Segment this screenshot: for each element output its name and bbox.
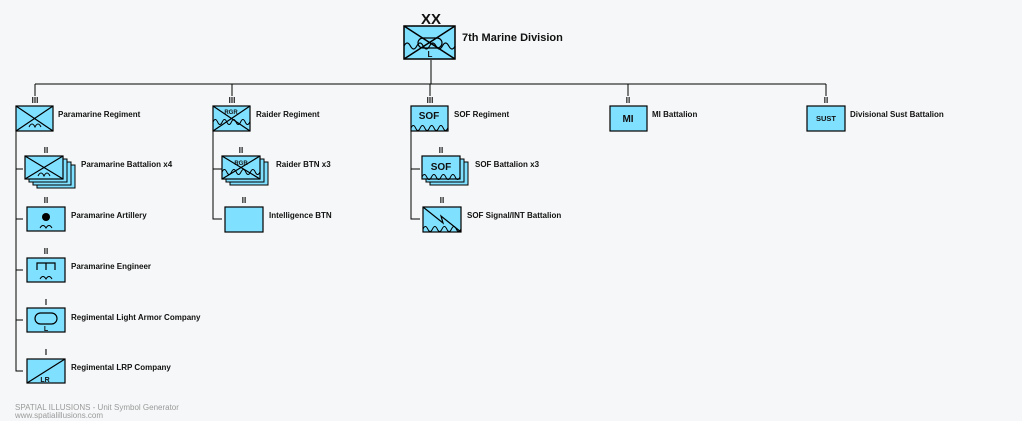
- armor-icon: L: [26, 307, 66, 333]
- paramarine-engineer-node[interactable]: II Paramarine Engineer: [26, 247, 151, 283]
- footer-credit: SPATIAL ILLUSIONS - Unit Symbol Generato…: [15, 403, 179, 412]
- svg-text:RGR: RGR: [224, 110, 238, 116]
- unit-label: Paramarine Artillery: [71, 211, 147, 220]
- unit-label: MI Battalion: [652, 110, 697, 119]
- sof-bracket: [410, 131, 420, 220]
- svg-text:L: L: [44, 326, 49, 333]
- echelon-marker: II: [824, 96, 828, 105]
- paramarine-regiment-node[interactable]: III Paramarine Regiment: [15, 96, 141, 132]
- unit-label: Regimental LRP Company: [71, 363, 171, 372]
- svg-text:MI: MI: [622, 114, 633, 125]
- echelon-marker: II: [44, 196, 48, 205]
- echelon-marker: II: [626, 96, 630, 105]
- unit-label: SOF Signal/INT Battalion: [467, 211, 561, 220]
- light-armor-node[interactable]: I L Regimental Light Armor Company: [26, 298, 201, 333]
- unit-label: SOF Battalion x3: [475, 160, 540, 169]
- military-intelligence-icon: MI: [609, 105, 648, 132]
- paramarine-bracket: [15, 131, 23, 372]
- unit-label: Paramarine Engineer: [71, 262, 151, 271]
- unit-label: Divisional Sust Battalion: [850, 110, 944, 119]
- raider-bracket: [212, 131, 222, 220]
- echelon-marker: XX: [421, 11, 441, 28]
- echelon-marker: II: [440, 196, 444, 205]
- svg-text:SOF: SOF: [431, 162, 452, 173]
- signal-icon: [422, 206, 462, 233]
- svg-text:SOF: SOF: [419, 111, 440, 122]
- intelligence-btn-node[interactable]: II Intelligence BTN: [224, 196, 332, 233]
- echelon-marker: III: [427, 96, 434, 105]
- echelon-marker: II: [44, 146, 48, 155]
- airborne-artillery-icon: [26, 206, 66, 232]
- sof-battalion-node[interactable]: II SOF SOF Battalion x3: [421, 146, 540, 186]
- unit-label: Raider Regiment: [256, 110, 320, 119]
- paramarine-battalion-node[interactable]: II Paramarine Battalion x4: [24, 146, 173, 189]
- echelon-marker: III: [32, 96, 39, 105]
- paramarine-artillery-node[interactable]: II Paramarine Artillery: [26, 196, 147, 232]
- echelon-marker: II: [242, 196, 246, 205]
- echelon-marker: I: [45, 348, 47, 357]
- amphibious-armor-icon: L: [403, 25, 456, 60]
- unit-label: Paramarine Regiment: [58, 110, 141, 119]
- svg-text:L: L: [428, 50, 433, 59]
- airborne-engineer-icon: [26, 257, 66, 283]
- echelon-marker: II: [239, 146, 243, 155]
- echelon-marker: II: [439, 146, 443, 155]
- airborne-infantry-icon: [24, 155, 76, 189]
- sof-regiment-node[interactable]: III SOF SOF Regiment: [410, 96, 509, 132]
- ranger-infantry-icon: RGR: [221, 155, 269, 186]
- connector-lines: [15, 60, 827, 372]
- mi-battalion-node[interactable]: II MI MI Battalion: [609, 96, 697, 132]
- footer-website-link[interactable]: www.spatialillusions.com: [15, 411, 104, 420]
- reconnaissance-icon: LR: [26, 358, 66, 384]
- echelon-marker: I: [45, 298, 47, 307]
- division-label: 7th Marine Division: [462, 32, 563, 44]
- svg-text:LR: LR: [40, 377, 49, 384]
- sof-signal-node[interactable]: II SOF Signal/INT Battalion: [422, 196, 561, 233]
- division-node[interactable]: XX L 7th Marine Division: [403, 11, 563, 60]
- lrp-node[interactable]: I LR Regimental LRP Company: [26, 348, 171, 384]
- svg-text:SUST: SUST: [816, 114, 836, 123]
- intelligence-icon: [224, 206, 264, 233]
- raider-regiment-node[interactable]: III RGR Raider Regiment: [212, 96, 320, 132]
- sof-icon: SOF: [421, 155, 469, 186]
- unit-label: Raider BTN x3: [276, 160, 331, 169]
- ranger-infantry-icon: RGR: [212, 105, 251, 132]
- unit-label: Paramarine Battalion x4: [81, 160, 173, 169]
- unit-label: SOF Regiment: [454, 110, 509, 119]
- raider-btn-node[interactable]: II RGR Raider BTN x3: [221, 146, 331, 186]
- sust-battalion-node[interactable]: II SUST Divisional Sust Battalion: [806, 96, 944, 132]
- echelon-marker: III: [229, 96, 236, 105]
- svg-text:RGR: RGR: [234, 161, 248, 167]
- unit-label: Regimental Light Armor Company: [71, 313, 201, 322]
- echelon-marker: II: [44, 247, 48, 256]
- unit-label: Intelligence BTN: [269, 211, 332, 220]
- airborne-infantry-icon: [15, 105, 54, 132]
- sustainment-icon: SUST: [806, 105, 846, 132]
- sof-icon: SOF: [410, 105, 449, 132]
